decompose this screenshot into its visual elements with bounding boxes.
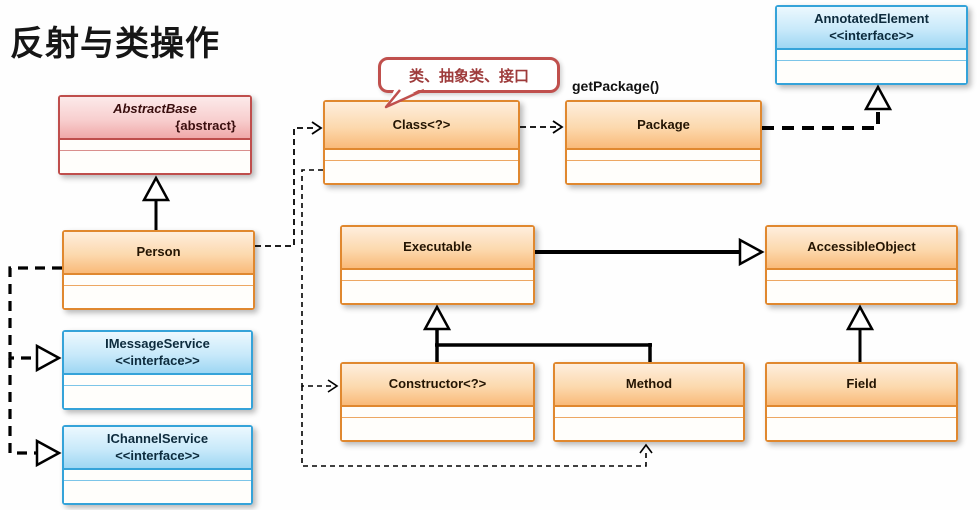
methods-compartment [555, 418, 743, 440]
class-box-method: Method [553, 362, 745, 442]
class-header: Field [767, 364, 956, 405]
class-box-package: Package [565, 100, 762, 185]
attributes-compartment [64, 468, 251, 481]
dependency-class-constructor [301, 169, 339, 393]
generalization-person-abstractbase [141, 175, 171, 230]
class-header: Person [64, 232, 253, 273]
class-box-field: Field [765, 362, 958, 442]
class-header: Executable [342, 227, 533, 268]
attributes-compartment [767, 405, 956, 418]
class-header: IMessageService <<interface>> [64, 332, 251, 373]
methods-compartment [342, 418, 533, 440]
class-name: Person [136, 244, 181, 260]
getpackage-label: getPackage() [572, 78, 660, 94]
callout-bubble: 类、抽象类、接口 [378, 57, 560, 93]
interface-box-ichannelservice: IChannelService <<interface>> [62, 425, 253, 505]
methods-compartment [64, 481, 251, 503]
methods-compartment [767, 281, 956, 303]
class-name: Executable [403, 239, 472, 255]
class-header: Method [555, 364, 743, 405]
class-name: Constructor<?> [388, 376, 487, 392]
methods-compartment [342, 281, 533, 303]
realization-person-ichannelservice [8, 358, 62, 468]
class-header: AbstractBase {abstract} [60, 97, 250, 138]
page-title: 反射与类操作 [10, 25, 220, 63]
callout-text: 类、抽象类、接口 [408, 67, 529, 85]
class-header: Constructor<?> [342, 364, 533, 405]
stereotype-label: <<interface>> [115, 447, 200, 463]
realization-package-annotatedelement [762, 84, 893, 130]
class-box-accessibleobject: AccessibleObject [765, 225, 958, 305]
attributes-compartment [64, 373, 251, 386]
attributes-compartment [555, 405, 743, 418]
class-header: IChannelService <<interface>> [64, 427, 251, 468]
methods-compartment [767, 418, 956, 440]
stereotype-label: <<interface>> [829, 27, 914, 43]
class-box-class: Class<?> [323, 100, 520, 185]
attributes-compartment [567, 148, 760, 161]
methods-compartment [60, 151, 250, 173]
class-name: AccessibleObject [807, 239, 916, 255]
attributes-compartment [325, 148, 518, 161]
methods-compartment [64, 386, 251, 408]
class-box-constructor: Constructor<?> [340, 362, 535, 442]
dependency-person-class [255, 121, 323, 247]
methods-compartment [567, 161, 760, 183]
class-box-person: Person [62, 230, 255, 310]
abstract-marker: {abstract} [175, 117, 236, 133]
class-header: Package [567, 102, 760, 148]
class-name: Package [637, 116, 690, 132]
class-name: Field [846, 376, 877, 392]
attributes-compartment [777, 48, 966, 61]
class-box-executable: Executable [340, 225, 535, 305]
interface-name: AnnotatedElement [814, 10, 929, 26]
interface-name: IMessageService [105, 335, 210, 351]
attributes-compartment [342, 405, 533, 418]
attributes-compartment [60, 138, 250, 151]
attributes-compartment [767, 268, 956, 281]
methods-compartment [777, 61, 966, 83]
class-header: AnnotatedElement <<interface>> [777, 7, 966, 48]
class-header: Class<?> [325, 102, 518, 148]
class-header: AccessibleObject [767, 227, 956, 268]
interface-box-annotatedelement: AnnotatedElement <<interface>> [775, 5, 968, 85]
class-name: Class<?> [392, 116, 451, 132]
realization-person-imessageservice [8, 266, 62, 373]
attributes-compartment [64, 273, 253, 286]
class-name: AbstractBase [113, 100, 197, 116]
methods-compartment [325, 161, 518, 183]
stereotype-label: <<interface>> [115, 352, 200, 368]
generalization-field-accessibleobject [845, 304, 875, 362]
interface-box-imessageservice: IMessageService <<interface>> [62, 330, 253, 410]
dependency-class-package [520, 120, 564, 134]
class-name: Method [625, 376, 673, 392]
methods-compartment [64, 286, 253, 308]
generalization-executable-accessibleobject [535, 237, 765, 267]
generalization-constructor-method-executable [422, 304, 652, 362]
attributes-compartment [342, 268, 533, 281]
interface-name: IChannelService [106, 430, 209, 446]
class-box-abstractbase: AbstractBase {abstract} [58, 95, 252, 175]
